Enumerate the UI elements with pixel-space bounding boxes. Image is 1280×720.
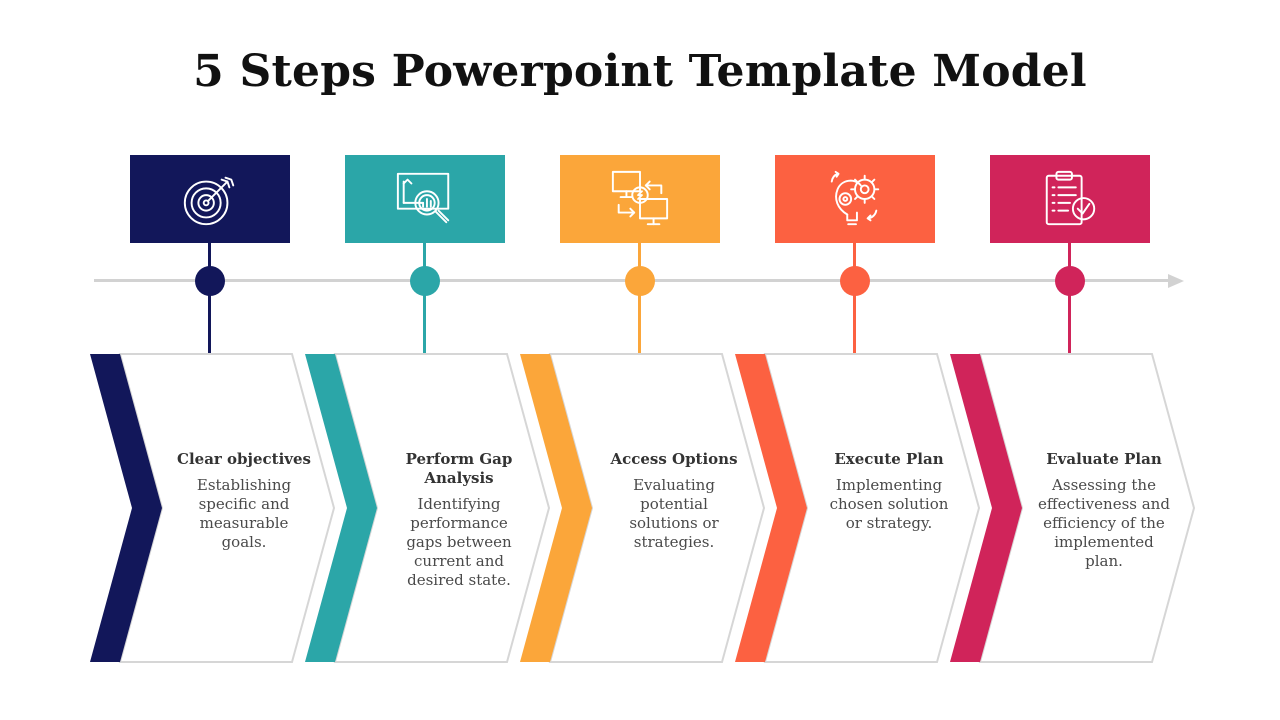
step-2-title: Perform Gap Analysis bbox=[405, 450, 513, 487]
step-3-description: Evaluating potential solutions or strate… bbox=[629, 476, 719, 551]
step-5-icon-box bbox=[990, 155, 1150, 243]
timeline-arrowhead bbox=[1168, 274, 1184, 288]
step-5-title: Evaluate Plan bbox=[1046, 450, 1162, 468]
step-3-title: Access Options bbox=[610, 450, 738, 468]
step-5-text: Evaluate Plan Assessing the effectivenes… bbox=[1036, 450, 1172, 571]
step-4-icon-box bbox=[775, 155, 935, 243]
step-1-description: Establishing specific and measurable goa… bbox=[196, 476, 292, 551]
page-title: 5 Steps Powerpoint Template Model bbox=[193, 46, 1087, 97]
step-1-text: Clear objectives Establishing specific a… bbox=[176, 450, 312, 552]
step-3-connector bbox=[638, 243, 641, 355]
step-3: Access Options Evaluating potential solu… bbox=[520, 0, 765, 720]
step-4-title: Execute Plan bbox=[834, 450, 944, 468]
step-4-timeline-dot bbox=[840, 266, 870, 296]
step-1-chevron-card bbox=[90, 353, 335, 663]
step-3-timeline-dot bbox=[625, 266, 655, 296]
step-2-chevron-card bbox=[305, 353, 550, 663]
step-1-connector bbox=[208, 243, 211, 355]
step-1-title: Clear objectives bbox=[177, 450, 311, 468]
step-2: Perform Gap Analysis Identifying perform… bbox=[305, 0, 550, 720]
exchange-computers-icon bbox=[611, 170, 669, 226]
step-1-timeline-dot bbox=[195, 266, 225, 296]
clipboard-check-icon bbox=[1045, 170, 1096, 226]
step-2-timeline-dot bbox=[410, 266, 440, 296]
step-4-chevron-card bbox=[735, 353, 980, 663]
magnifier-chart-icon bbox=[396, 172, 450, 224]
step-5-connector bbox=[1068, 243, 1071, 355]
step-2-connector bbox=[423, 243, 426, 355]
step-5-chevron-card bbox=[950, 353, 1195, 663]
step-5-description: Assessing the effectiveness and efficien… bbox=[1038, 476, 1170, 570]
lightbulb-gears-icon bbox=[830, 170, 880, 226]
step-4: Execute Plan Implementing chosen solutio… bbox=[735, 0, 980, 720]
step-4-connector bbox=[853, 243, 856, 355]
step-1: Clear objectives Establishing specific a… bbox=[90, 0, 335, 720]
target-icon bbox=[183, 176, 235, 226]
step-5: Evaluate Plan Assessing the effectivenes… bbox=[950, 0, 1195, 720]
step-2-text: Perform Gap Analysis Identifying perform… bbox=[391, 450, 527, 590]
step-3-text: Access Options Evaluating potential solu… bbox=[606, 450, 742, 552]
step-2-description: Identifying performance gaps between cur… bbox=[406, 495, 512, 589]
step-4-description: Implementing chosen solution or strategy… bbox=[829, 476, 949, 532]
step-2-icon-box bbox=[345, 155, 505, 243]
step-1-icon-box bbox=[130, 155, 290, 243]
step-3-icon-box bbox=[560, 155, 720, 243]
step-3-chevron-card bbox=[520, 353, 765, 663]
step-5-timeline-dot bbox=[1055, 266, 1085, 296]
step-4-text: Execute Plan Implementing chosen solutio… bbox=[821, 450, 957, 533]
